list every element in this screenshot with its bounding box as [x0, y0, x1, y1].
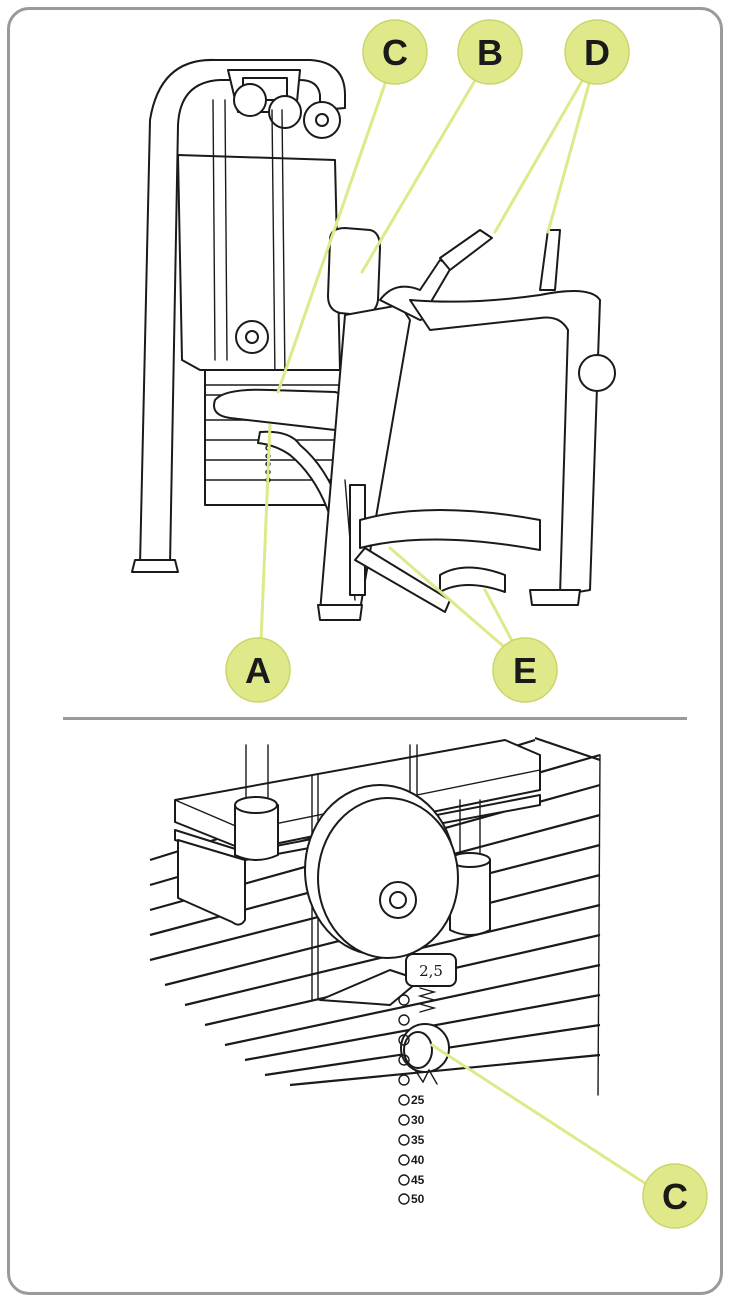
weight-stack-detail: 2,5 25 30 35 40 45 50: [149, 736, 601, 1206]
machine-illustration: [131, 58, 616, 621]
pulley: [233, 83, 267, 117]
machine-left-frame: [139, 58, 346, 566]
main-column: [319, 304, 411, 613]
leader-line-bottom: [430, 1043, 662, 1195]
figure-frame: [7, 7, 723, 1295]
weight-scale: 25 30 35 40 45 50: [398, 994, 425, 1206]
weight-scale-40: 40: [411, 1153, 425, 1167]
callout-e: E: [492, 637, 558, 703]
stack-pulley: [304, 784, 459, 1006]
weight-tag: 2,5: [405, 953, 457, 987]
callout-c-top-label: C: [382, 32, 408, 73]
callout-c-top: C: [362, 19, 428, 85]
section-divider: [63, 717, 687, 720]
callout-a: A: [225, 637, 291, 703]
callout-d-label: D: [584, 32, 610, 73]
callout-d: D: [564, 19, 630, 85]
weight-scale-25: 25: [411, 1093, 425, 1107]
spring: [417, 987, 437, 1013]
weight-scale-45: 45: [411, 1173, 425, 1187]
base-rail: [359, 509, 541, 551]
weight-tag-label: 2,5: [419, 962, 443, 980]
guide-rod-left: [234, 744, 279, 861]
callout-c-bottom: C: [642, 1163, 708, 1229]
callout-b-label: B: [477, 32, 503, 73]
weight-scale-30: 30: [411, 1113, 425, 1127]
callout-c-bottom-label: C: [662, 1176, 688, 1217]
callout-a-label: A: [245, 650, 271, 691]
callout-b: B: [457, 19, 523, 85]
footrest: [439, 566, 506, 593]
leader-lines-top: [258, 53, 599, 667]
right-frame: [409, 290, 601, 596]
selector-pin: [400, 1023, 450, 1085]
weight-scale-50: 50: [411, 1192, 425, 1206]
callout-e-label: E: [513, 650, 537, 691]
back-pad: [327, 227, 381, 316]
weight-scale-35: 35: [411, 1133, 425, 1147]
guide-rod-right: [449, 799, 491, 936]
